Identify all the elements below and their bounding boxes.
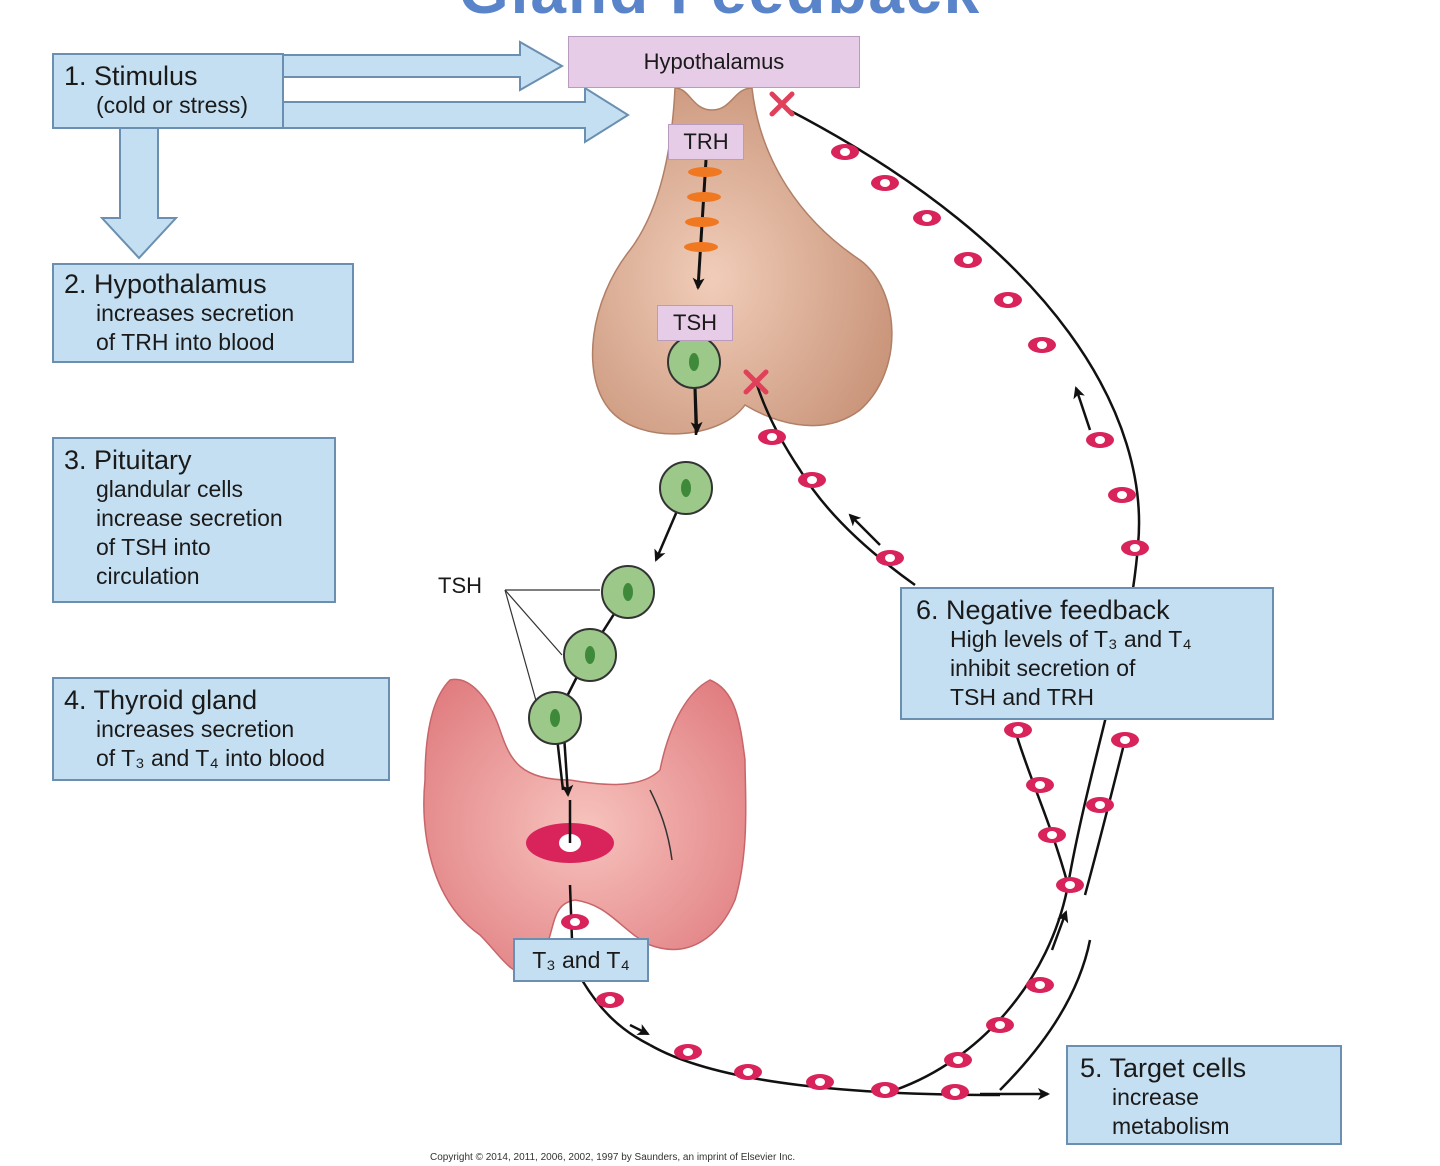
step-4-body: increases secretion of T₃ and T₄ into bl… [96,716,325,771]
t3-t4-molecule-center [1035,981,1045,989]
t3-t4-molecule-center [1095,436,1105,444]
trh-flow [684,159,722,290]
step-3-pituitary: 3. Pituitary glandular cells increase se… [52,437,336,603]
step-6-title: 6. Negative feedback [916,595,1170,625]
t3-t4-molecule-center [767,433,777,441]
step-1-title: 1. Stimulus [64,61,198,91]
step-3-title: 3. Pituitary [64,445,192,475]
trh-label: TRH [668,124,744,160]
t3-t4-molecule-center [1065,881,1075,889]
t3-t4-molecules [561,144,1149,1100]
t3-t4-molecule-center [743,1068,753,1076]
t3-t4-molecule-center [1035,781,1045,789]
t3-t4-molecule-center [807,476,817,484]
t3-t4-label-text: T₃ and T₄ [532,947,630,973]
hypothalamus-label: Hypothalamus [568,36,860,88]
tsh-side-label: TSH [438,573,482,598]
t3-t4-molecule-center [922,214,932,222]
t3-t4-molecule-center [1013,726,1023,734]
t3-t4-molecule-center [880,1086,890,1094]
t3-t4-molecule-center [1095,801,1105,809]
step-4-thyroid: 4. Thyroid gland increases secretion of … [52,677,390,781]
copyright-notice: Copyright © 2014, 2011, 2006, 2002, 1997… [430,1152,796,1163]
t3-t4-molecule-center [815,1078,825,1086]
t3-t4-molecule-center [1130,544,1140,552]
t3-t4-molecule-center [840,148,850,156]
step-6-negative-feedback: 6. Negative feedback High levels of T₃ a… [900,587,1274,720]
step-1-body: (cold or stress) [96,92,249,118]
t3-t4-molecule-center [1047,831,1057,839]
t3-t4-molecule-center [953,1056,963,1064]
step-1-stimulus: 1. Stimulus (cold or stress) [52,53,284,129]
t3-t4-molecule-center [1120,736,1130,744]
step-2-title: 2. Hypothalamus [64,269,267,299]
step-5-target-cells: 5. Target cells increase metabolism [1066,1045,1342,1145]
t3-t4-molecule-center [1117,491,1127,499]
step-2-body: increases secretion of TRH into blood [96,300,295,355]
stimulus-arrows [99,40,630,260]
tsh-pituitary-label: TSH [657,305,733,341]
t3-t4-molecule-center [963,256,973,264]
t3-t4-molecule-center [995,1021,1005,1029]
tsh-molecule-core [585,646,595,664]
t3-t4-molecule-center [1037,341,1047,349]
step-3-body: glandular cells increase secretion of TS… [96,476,283,589]
inhibition-marks [743,91,795,395]
tsh-molecule-core [689,353,699,371]
step-5-body: increase metabolism [1112,1084,1230,1139]
t3-t4-label: T₃ and T₄ [513,938,649,982]
step-4-title: 4. Thyroid gland [64,685,258,715]
step-5-title: 5. Target cells [1080,1053,1247,1083]
step-2-hypothalamus: 2. Hypothalamus increases secretion of T… [52,263,354,363]
t3-t4-molecule-center [605,996,615,1004]
tsh-pointer-lines [504,589,600,716]
tsh-molecule-core [623,583,633,601]
tsh-molecule-core [681,479,691,497]
tsh-molecule-core [550,709,560,727]
t3-t4-molecule-center [1003,296,1013,304]
t3-t4-molecule-center [683,1048,693,1056]
step-6-body: High levels of T₃ and T₄ inhibit secreti… [950,626,1192,710]
pituitary-gland [591,87,893,435]
t3-t4-molecule-center [885,554,895,562]
t3-t4-molecule-center [950,1088,960,1096]
t3-t4-molecule-center [880,179,890,187]
t3-t4-molecule-center [570,918,580,926]
tsh-molecules [528,335,721,745]
page-title: Gland Feedback [0,0,1440,28]
